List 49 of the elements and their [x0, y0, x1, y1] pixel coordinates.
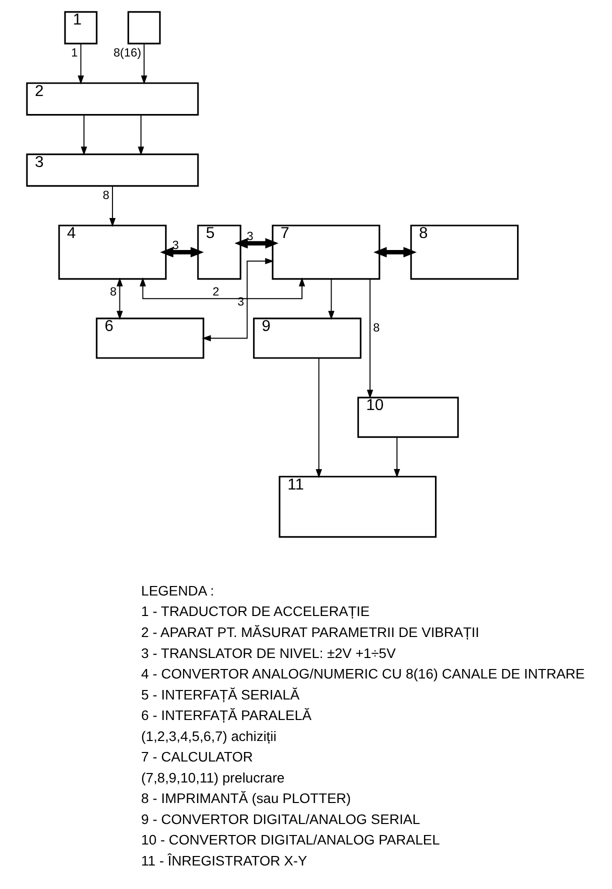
arrow — [234, 238, 278, 249]
edge-label: 3 — [246, 228, 253, 243]
node-box: 6 — [95, 318, 204, 359]
arrow — [372, 246, 416, 258]
arrow — [139, 277, 305, 300]
edge-label: 1 — [70, 46, 78, 60]
node-box: 8 — [410, 224, 518, 280]
arrow — [140, 43, 147, 84]
label: 7 - CALCULATOR — [140, 748, 252, 765]
arrow — [315, 358, 322, 478]
node-box: 2 — [26, 82, 198, 116]
edge-label: 3 — [172, 238, 178, 252]
label: 5 - INTERFAȚĂ SERIALĂ — [140, 686, 299, 702]
arrow — [108, 185, 116, 227]
label: (1,2,3,4,5,6,7) achiziții — [140, 728, 276, 744]
node-box: 4 — [58, 224, 166, 280]
node-box: 11 — [278, 476, 436, 538]
node-box: 1 — [64, 11, 97, 44]
arrow — [80, 114, 87, 156]
label: LEGENDA : — [140, 582, 214, 598]
arrow — [77, 43, 84, 84]
arrow — [393, 436, 400, 478]
node-box: 7 — [271, 224, 380, 280]
label: 6 - INTERFAȚĂ PARALELĂ — [140, 707, 311, 724]
node-box — [127, 11, 160, 44]
arrow — [328, 278, 334, 320]
label: 10 - CONVERTOR DIGITAL/ANALOG PARALEL — [140, 832, 440, 848]
label: 9 - CONVERTOR DIGITAL/ANALOG SERIAL — [140, 810, 420, 827]
node-box: 9 — [252, 318, 361, 359]
label: 4 - CONVERTOR ANALOG/NUMERIC CU 8(16) CANALE DE INTRARE — [140, 666, 584, 682]
arrow — [160, 246, 204, 258]
label: 1 - TRADUCTOR DE ACCELERAȚIE — [140, 603, 370, 620]
label: 8 - IMPRIMANTĂ (sau PLOTTER) — [140, 790, 350, 806]
edge-label: 8 — [109, 284, 116, 298]
label: 11 - ÎNREGISTRATOR X-Y — [140, 852, 307, 868]
node-box: 3 — [26, 154, 198, 187]
arrow — [116, 277, 122, 320]
edge-label: 2 — [212, 284, 219, 298]
edge-label: 8(16) — [112, 46, 141, 60]
edge-label: 8 — [372, 320, 380, 334]
edge-label: 8 — [102, 188, 109, 202]
label: 2 - APARAT PT. MĂSURAT PARAMETRII DE VIBRAȚII — [140, 624, 479, 640]
label: 3 - TRANSLATOR DE NIVEL: ±2V +1÷5V — [140, 644, 396, 661]
node-box: 10 — [356, 396, 458, 438]
node-box: 5 — [196, 224, 241, 280]
arrow — [366, 278, 373, 399]
arrow — [137, 114, 144, 156]
arrow — [201, 258, 274, 342]
label: (7,8,9,10,11) prelucrare — [140, 769, 284, 786]
